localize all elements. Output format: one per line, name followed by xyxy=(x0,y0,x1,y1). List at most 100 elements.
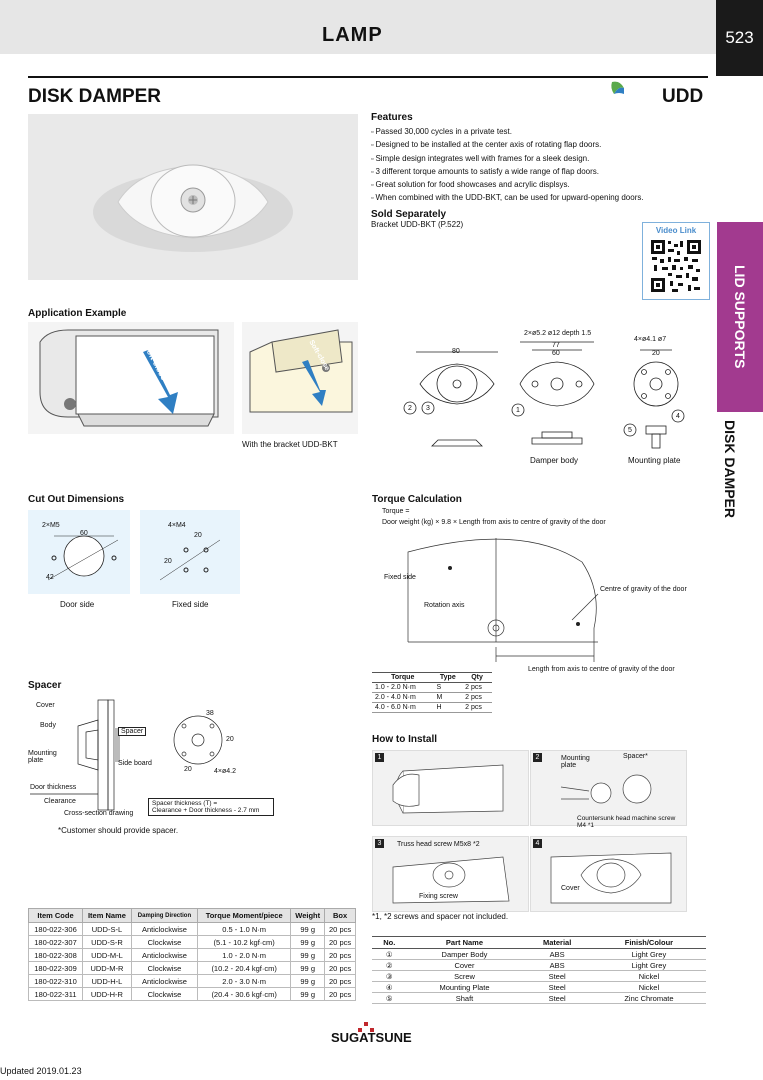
part-name: Damper Body xyxy=(406,948,523,960)
feature-item: When combined with the UDD-BKT, can be u… xyxy=(371,192,711,205)
item-direction: Anticlockwise xyxy=(130,948,199,962)
sold-separately-heading: Sold Separately xyxy=(371,208,447,220)
part-no: ① xyxy=(372,948,407,960)
spacer-label-cover: Cover xyxy=(36,702,55,709)
item-code: 180-022-306 xyxy=(27,922,84,936)
part-finish: Nickel xyxy=(591,970,706,982)
label-rotation-axis: Rotation axis xyxy=(424,602,465,609)
cutout-fixed-caption: Fixed side xyxy=(172,600,209,609)
features-heading: Features xyxy=(371,112,413,123)
side-tab-product: DISK DAMPER xyxy=(722,420,738,519)
spacer-dim: 20 xyxy=(184,766,192,773)
item-weight: 99 g xyxy=(290,987,326,1001)
item-code: 180-022-309 xyxy=(27,961,84,975)
part-name: Screw xyxy=(406,970,523,982)
item-torque: 0.5 - 1.0 N·m xyxy=(197,922,292,936)
cutout-fixed-label: 4×M4 xyxy=(168,522,186,529)
table-row: ③ Screw Steel Nickel xyxy=(372,970,706,982)
callout-number: 1 xyxy=(516,407,520,414)
torque-formula: Door weight (kg) × 9.8 × Length from axi… xyxy=(382,519,606,526)
item-torque: (20.4 - 30.6 kgf·cm) xyxy=(197,987,292,1001)
item-direction: Clockwise xyxy=(130,961,199,975)
spacer-label-body: Body xyxy=(40,722,56,729)
table-row: ④ Mounting Plate Steel Nickel xyxy=(372,981,706,993)
feature-item: Designed to be installed at the center a… xyxy=(371,139,711,152)
drawing-label-right-top: 4×ø4.1 ø7 xyxy=(634,336,667,343)
items-header: Weight xyxy=(290,908,326,923)
feature-item: Great solution for food showcases and ac… xyxy=(371,179,711,192)
part-name: Mounting Plate xyxy=(406,981,523,993)
spacer-thickness-box: Spacer thickness (T) = Clearance + Door … xyxy=(148,798,274,816)
item-name: UDD-H-R xyxy=(82,987,132,1001)
spacer-label-clearance: Clearance xyxy=(44,798,76,805)
application-image-2: Soft-close xyxy=(242,322,358,434)
items-header: Item Name xyxy=(82,908,132,923)
part-no: ⑤ xyxy=(372,992,407,1004)
item-box: 20 pcs xyxy=(324,961,356,975)
item-box: 20 pcs xyxy=(324,922,356,936)
part-material: ABS xyxy=(522,948,592,960)
cutout-door-label: 2×M5 xyxy=(42,522,60,529)
cutout-fixed-dim2: 20 xyxy=(164,558,172,565)
title-rule xyxy=(28,76,708,78)
torque-cell: 2 pcs xyxy=(462,702,492,713)
video-link-qr[interactable]: Video Link xyxy=(642,222,710,300)
item-torque: 1.0 - 2.0 N·m xyxy=(197,948,292,962)
part-finish: Light Grey xyxy=(591,959,706,971)
spacer-heading: Spacer xyxy=(28,680,62,691)
step3-fixing-screw: Fixing screw xyxy=(419,893,458,900)
video-link-label[interactable]: Video Link xyxy=(655,226,697,235)
torque-cell: 2.0 - 4.0 N·m xyxy=(372,692,434,703)
torque-diagram: Fixed side Rotation axis Centre of gravi… xyxy=(372,532,708,678)
cutout-door-side: 2×M5 60 42 xyxy=(28,510,130,594)
install-step-3: 3 Truss head screw M5x8 *2 Fixing screw xyxy=(372,836,529,912)
torque-cell: 4.0 - 6.0 N·m xyxy=(372,702,434,713)
part-name: Cover xyxy=(406,959,523,971)
feature-item: Passed 30,000 cycles in a private test. xyxy=(371,126,711,139)
part-no: ④ xyxy=(372,981,407,993)
item-box: 20 pcs xyxy=(324,987,356,1001)
part-no: ② xyxy=(372,959,407,971)
step2-spacer: Spacer* xyxy=(623,753,648,760)
part-name: Shaft xyxy=(406,992,523,1004)
item-code: 180-022-311 xyxy=(27,987,84,1001)
item-box: 20 pcs xyxy=(324,974,356,988)
features-list: Passed 30,000 cycles in a private test. … xyxy=(371,126,711,206)
step4-cover: Cover xyxy=(561,885,580,892)
spacer-dim: 4×ø4.2 xyxy=(214,768,236,775)
part-material: ABS xyxy=(522,959,592,971)
torque-cell: 1.0 - 2.0 N·m xyxy=(372,682,434,693)
table-row: ⑤ Shaft Steel Zinc Chromate xyxy=(372,992,706,1004)
parts-header: Material xyxy=(522,936,592,949)
updated-date: Updated 2019.01.23 xyxy=(0,1066,82,1076)
callout-number: 3 xyxy=(426,405,430,412)
lapcon-logo-icon xyxy=(611,81,624,94)
item-box: 20 pcs xyxy=(324,948,356,962)
torque-cell: M xyxy=(433,692,463,703)
item-name: UDD-S-L xyxy=(82,922,132,936)
side-tab-category[interactable]: LID SUPPORTS xyxy=(717,222,763,412)
table-row: 180-022-308 UDD-M-L Anticlockwise 1.0 - … xyxy=(27,948,356,962)
item-code: 180-022-307 xyxy=(27,935,84,949)
parts-header: Part Name xyxy=(406,936,523,949)
item-weight: 99 g xyxy=(290,948,326,962)
dim-label: 80 xyxy=(452,348,460,355)
step-number: 4 xyxy=(533,839,542,848)
application-caption: With the bracket UDD-BKT xyxy=(242,440,338,449)
item-torque: (5.1 - 10.2 kgf·cm) xyxy=(197,935,292,949)
item-direction: Anticlockwise xyxy=(130,974,199,988)
torque-header: Type xyxy=(433,672,463,683)
part-material: Steel xyxy=(522,970,592,982)
qr-code-icon[interactable] xyxy=(650,239,702,293)
spacer-thickness-label: Spacer thickness (T) = xyxy=(152,800,218,807)
sugatsune-mark-icon xyxy=(358,1022,374,1032)
spacer-dim: 38 xyxy=(206,710,214,717)
features-section: Features Passed 30,000 cycles in a priva… xyxy=(371,112,711,229)
step2-mounting-plate: Mounting plate xyxy=(561,755,590,769)
part-no: ③ xyxy=(372,970,407,982)
item-name: UDD-H-L xyxy=(82,974,132,988)
application-heading: Application Example xyxy=(28,308,127,319)
spacer-label-mounting-plate: Mounting plate xyxy=(28,750,57,764)
item-name: UDD-M-L xyxy=(82,948,132,962)
product-photo xyxy=(28,114,358,280)
